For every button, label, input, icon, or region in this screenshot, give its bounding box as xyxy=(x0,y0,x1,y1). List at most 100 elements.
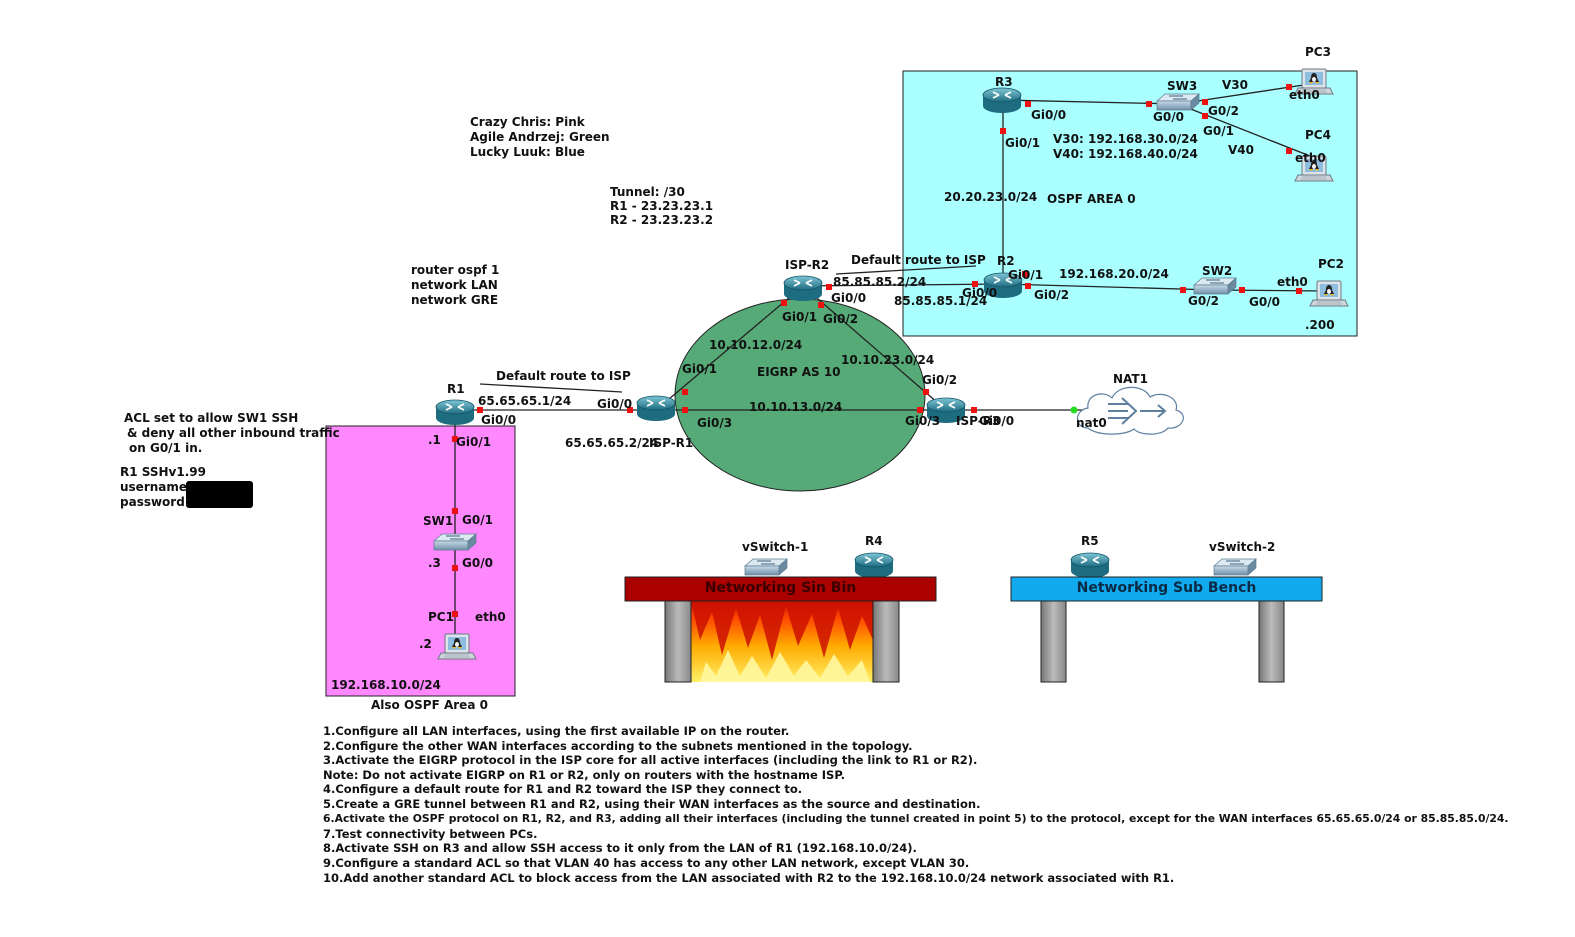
r3-gi01: Gi0/1 xyxy=(1005,136,1041,150)
sub-bench xyxy=(1010,576,1323,683)
crazy-chris-zone xyxy=(325,425,516,697)
task-list-item: 10.Add another standard ACL to block acc… xyxy=(323,871,1175,885)
isp-r1-gi00: Gi0/0 xyxy=(597,397,633,411)
isp-r3-gi02: Gi0/2 xyxy=(922,373,958,387)
label-pc3: PC3 xyxy=(1305,45,1331,59)
sw1-g00: G0/0 xyxy=(462,556,493,570)
pc4-eth0: eth0 xyxy=(1295,151,1326,165)
password-redaction xyxy=(186,481,253,508)
pc1-eth0: eth0 xyxy=(475,610,506,624)
legend-blue: Lucky Luuk: Blue xyxy=(470,145,585,159)
lucky-luuk-zone xyxy=(902,70,1358,337)
r1-wan-ip: 65.65.65.1/24 xyxy=(478,394,572,408)
isp-r2-gi01: Gi0/1 xyxy=(782,310,818,324)
sw1-g01: G0/1 xyxy=(462,513,493,527)
switch-sw3-icon[interactable] xyxy=(1156,93,1200,111)
lan1-network: 192.168.10.0/24 xyxy=(331,678,441,692)
isp-r3-gi03: Gi0/3 xyxy=(905,414,941,428)
task-list-item: 7.Test connectivity between PCs. xyxy=(323,827,538,841)
label-pc1: PC1 xyxy=(428,610,454,624)
router-isp-r1-icon[interactable] xyxy=(636,395,676,422)
task-list-item: Note: Do not activate EIGRP on R1 or R2,… xyxy=(323,768,846,782)
task-list-item: 2.Configure the other WAN interfaces acc… xyxy=(323,739,913,753)
sin-bin-bench xyxy=(624,576,937,683)
r3-gi00: Gi0/0 xyxy=(1031,108,1067,122)
label-r1: R1 xyxy=(447,382,465,396)
label-r3: R3 xyxy=(995,75,1013,89)
legend-green: Agile Andrzej: Green xyxy=(470,130,610,144)
nat-cloud-icon[interactable] xyxy=(1076,386,1184,435)
vswitch2-icon[interactable] xyxy=(1213,558,1257,576)
label-isp-r2: ISP-R2 xyxy=(785,258,830,272)
acl-note-3: on G0/1 in. xyxy=(129,441,203,455)
sub-bench-title: Networking Sub Bench xyxy=(1076,580,1257,596)
task-list-item: 3.Activate the EIGRP protocol in the ISP… xyxy=(323,753,978,767)
r1-gi00: Gi0/0 xyxy=(481,413,517,427)
ssh-note-username: username: xyxy=(120,480,192,494)
isp-r1-gi01: Gi0/1 xyxy=(682,362,718,376)
acl-note-1: ACL set to allow SW1 SSH xyxy=(124,411,299,425)
task-list-item: 9.Configure a standard ACL so that VLAN … xyxy=(323,856,970,870)
ospf-area-label: OSPF AREA 0 xyxy=(1047,192,1136,206)
tunnel-note-title: Tunnel: /30 xyxy=(610,185,685,199)
label-sw1: SW1 xyxy=(423,514,454,528)
eigrp-label: EIGRP AS 10 xyxy=(757,365,841,379)
task-list-item: 4.Configure a default route for R1 and R… xyxy=(323,782,803,796)
switch-sw1-icon[interactable] xyxy=(433,533,477,551)
sw1-ip: .3 xyxy=(428,556,441,570)
pc2-eth0: eth0 xyxy=(1277,275,1308,289)
router-r3-icon[interactable] xyxy=(982,87,1022,114)
sw3-g00: G0/0 xyxy=(1153,110,1184,124)
label-nat1: NAT1 xyxy=(1113,372,1148,386)
port-markers xyxy=(452,84,1302,617)
label-pc2: PC2 xyxy=(1318,257,1344,271)
vlan30-label: V30 xyxy=(1222,78,1248,92)
vlan40-network: V40: 192.168.40.0/24 xyxy=(1053,147,1198,161)
lan1-area: Also OSPF Area 0 xyxy=(371,698,488,712)
label-pc4: PC4 xyxy=(1305,128,1331,142)
tunnel-note-r1: R1 - 23.23.23.1 xyxy=(610,199,714,213)
ssh-note-password: password: xyxy=(120,495,190,509)
switch-sw2-icon[interactable] xyxy=(1193,277,1237,295)
legend-pink: Crazy Chris: Pink xyxy=(470,115,585,129)
agile-andrzej-eigrp-zone xyxy=(674,298,926,492)
r2-lan-network: 192.168.20.0/24 xyxy=(1059,267,1169,281)
pc2-ip: .200 xyxy=(1305,318,1335,332)
r2-gi02: Gi0/2 xyxy=(1034,288,1070,302)
task-list-item: 8.Activate SSH on R3 and allow SSH acces… xyxy=(323,841,917,855)
sin-bin-title: Networking Sin Bin xyxy=(704,580,857,596)
vlan40-label: V40 xyxy=(1228,143,1254,157)
sw2-g00: G0/0 xyxy=(1249,295,1280,309)
isp-r2-wan-ip: 85.85.85.2/24 xyxy=(833,275,927,289)
isp-r1-wan-ip: 65.65.65.2/24 xyxy=(565,436,659,450)
vswitch1-icon[interactable] xyxy=(744,558,788,576)
sw3-g01: G0/1 xyxy=(1203,124,1234,138)
sw3-g02: G0/2 xyxy=(1208,104,1239,118)
label-sw3: SW3 xyxy=(1167,79,1198,93)
router-r5-icon[interactable] xyxy=(1070,552,1110,579)
ospf-note-2: network LAN xyxy=(411,278,498,292)
label-vswitch1: vSwitch-1 xyxy=(742,540,809,554)
isp-r1-gi03: Gi0/3 xyxy=(697,416,733,430)
isp-r3-gi00: Gi0/0 xyxy=(979,414,1015,428)
r1-default-route: Default route to ISP xyxy=(496,369,631,383)
task-list-item: 6.Activate the OSPF protocol on R1, R2, … xyxy=(323,812,1509,825)
ssh-note-1: R1 SSHv1.99 xyxy=(120,465,206,479)
router-isp-r2-icon[interactable] xyxy=(783,275,823,302)
net-10-10-12: 10.10.12.0/24 xyxy=(709,338,803,352)
net-10-10-23: 10.10.23.0/24 xyxy=(841,353,935,367)
router-r1-icon[interactable] xyxy=(435,399,475,426)
r1-lan-ip: .1 xyxy=(428,433,441,447)
r2-default-route: Default route to ISP xyxy=(851,253,986,267)
vlan30-network: V30: 192.168.30.0/24 xyxy=(1053,132,1198,146)
r2-r3-network: 20.20.23.0/24 xyxy=(944,190,1038,204)
label-r4: R4 xyxy=(865,534,883,548)
label-vswitch2: vSwitch-2 xyxy=(1209,540,1276,554)
label-r2: R2 xyxy=(997,254,1015,268)
isp-r2-gi00: Gi0/0 xyxy=(831,291,867,305)
label-isp-r3: ISP-R3 xyxy=(956,414,1001,428)
pc1-ip: .2 xyxy=(419,637,432,651)
router-r4-icon[interactable] xyxy=(854,552,894,579)
label-sw2: SW2 xyxy=(1202,264,1233,278)
